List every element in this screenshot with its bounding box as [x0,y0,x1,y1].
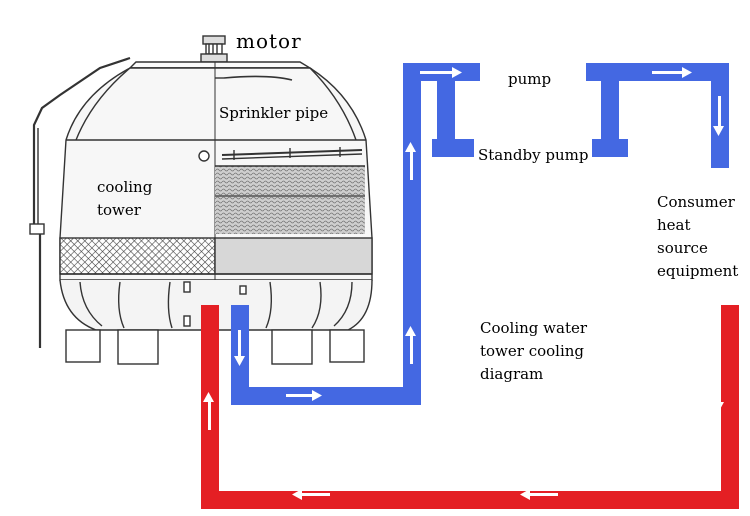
white-arrow-icon [713,96,724,136]
fan-blade [223,75,293,81]
tower-foot [329,329,365,363]
white-arrow-icon [405,326,416,364]
sprinkler-pipe [198,147,363,162]
motor-label: motor [236,29,302,53]
consumer-label-line2: heat [657,216,691,234]
pipe-flange [29,223,45,235]
white-arrow-icon [203,392,214,430]
white-arrow-icon [286,390,322,401]
tower-foot [65,329,101,363]
white-arrow-icon [420,67,462,78]
pump-label: pump [508,70,552,88]
standby-pump-label: Standby pump [478,146,589,164]
tower-cap [128,61,313,69]
consumer-label-line3: source [657,239,708,257]
white-arrow-icon [652,67,692,78]
motor-icon [200,35,228,63]
cooling-tower-label-line1: cooling [97,178,153,196]
air-inlet-mesh-left [59,237,216,275]
white-arrow-icon [234,330,245,366]
tower-foot [271,329,313,365]
caption-line3: diagram [480,365,544,383]
cooling-tower-label-line2: tower [97,201,141,219]
supply-pipe [231,63,455,405]
caption-line2: tower cooling [480,342,585,360]
white-arrow-icon [292,489,330,500]
flow-arrows [203,67,724,500]
pump-block-right [586,63,626,81]
air-inlet-mesh-right [214,237,373,275]
sprinkler-pipe-label: Sprinkler pipe [219,104,329,122]
standby-pump-outlet [592,139,628,157]
white-arrow-icon [520,489,558,500]
consumer-label-line4: equipment [657,262,739,280]
caption-line1: Cooling water [480,319,588,337]
white-arrow-icon [713,372,724,412]
pump-outlet [432,139,474,157]
white-arrow-icon [405,142,416,180]
consumer-label-line1: Consumer [657,193,735,211]
tower-foot [117,329,159,365]
fill-media [215,166,365,234]
